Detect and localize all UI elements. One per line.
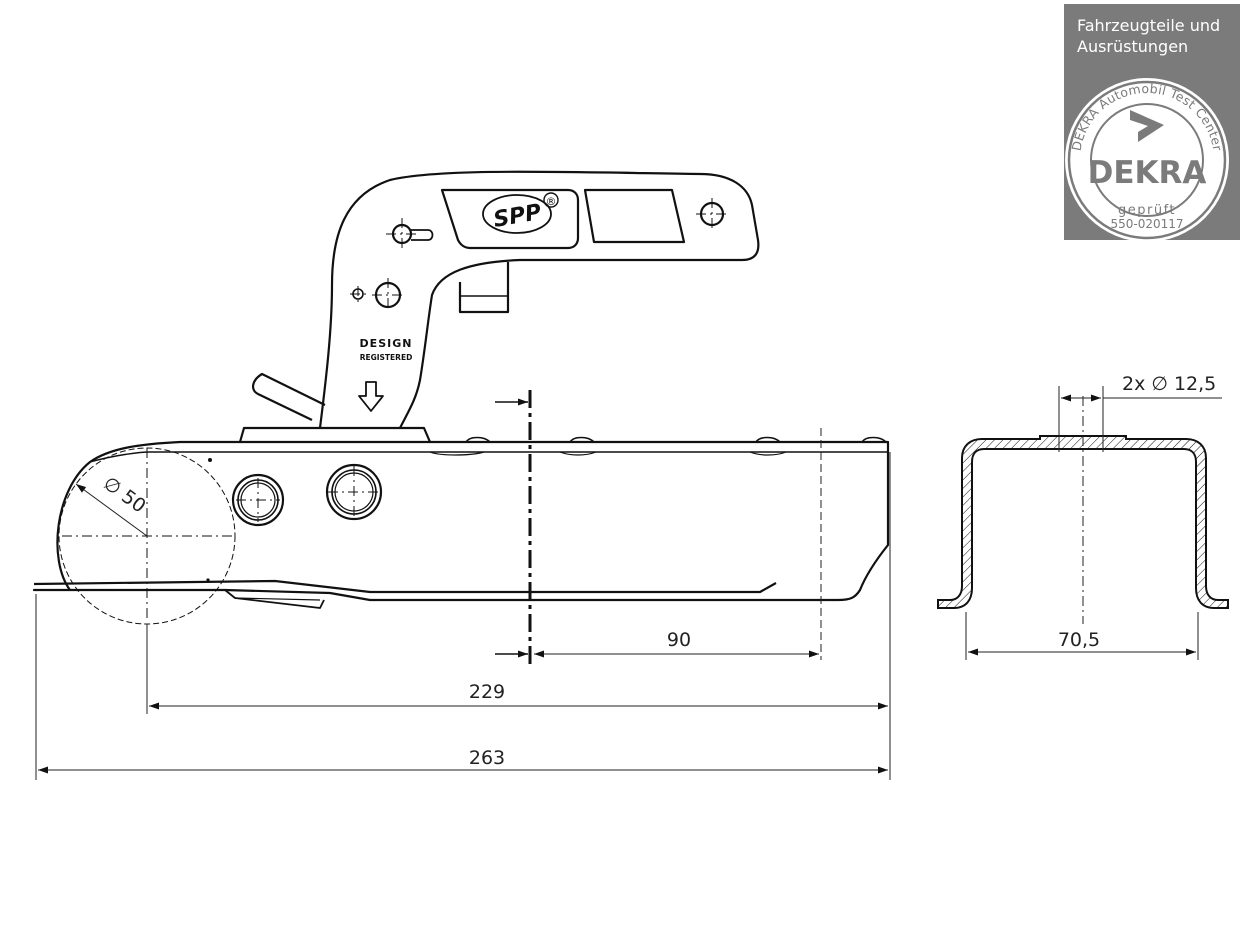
- registered-text: REGISTERED: [360, 353, 413, 362]
- trigger: [458, 262, 510, 314]
- dim-ball: ∅ 50: [99, 472, 150, 517]
- release-arrow-icon: [358, 381, 384, 412]
- coupling-side-view: [32, 170, 890, 609]
- channel-section: [937, 435, 1229, 609]
- dim-90: 90: [667, 629, 691, 651]
- dim-width: 70,5: [1058, 629, 1100, 651]
- coupling-body-outline: [32, 440, 890, 602]
- lock-lever: [252, 372, 326, 421]
- dekra-triangle-icon: [1130, 110, 1164, 142]
- cert-brand: DEKRA: [1088, 155, 1207, 191]
- bottom-plate: [33, 579, 777, 594]
- design-text: DESIGN: [360, 337, 413, 350]
- cert-line-2: Ausrüstungen: [1077, 37, 1188, 56]
- cert-number: 550-020117: [1110, 217, 1183, 231]
- handle-base: [238, 426, 432, 443]
- dim-229: 229: [469, 681, 505, 703]
- dekra-certification-badge: Fahrzeugteile und Ausrüstungen DEKRA Aut…: [1064, 4, 1240, 242]
- section-view: [937, 386, 1229, 660]
- brand-mark: SPP: [492, 200, 544, 233]
- grip-window-right: [583, 188, 686, 244]
- side-dimensions: [35, 428, 891, 780]
- registered-mark: ®: [546, 195, 557, 208]
- lever-handle: [318, 170, 760, 429]
- grip-window-left: [440, 188, 580, 250]
- cert-approved: geprüft: [1118, 203, 1176, 218]
- dim-263: 263: [469, 747, 505, 769]
- cert-line-1: Fahrzeugteile und: [1077, 16, 1220, 35]
- dim-bore: 2x ∅ 12,5: [1122, 373, 1216, 395]
- section-cut: [495, 390, 532, 664]
- centerlines: [62, 198, 728, 622]
